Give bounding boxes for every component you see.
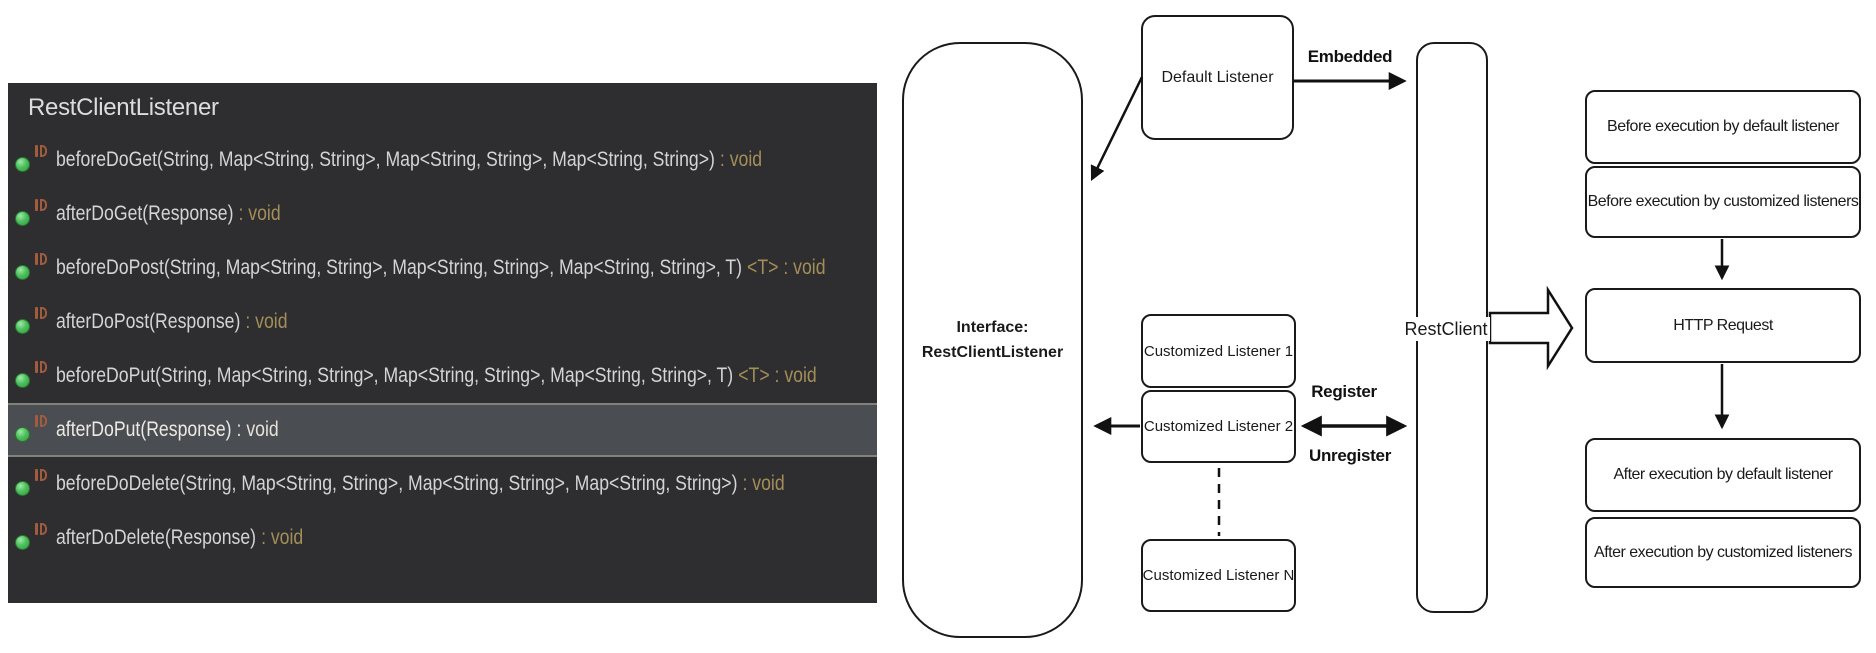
method-label: afterDoGet(Response): void bbox=[56, 202, 281, 226]
default-listener-box: Default Listener bbox=[1141, 15, 1294, 140]
flow-box-before-customized: Before execution by customized listeners bbox=[1585, 166, 1861, 238]
outline-method-row[interactable]: afterDoDelete(Response): void bbox=[8, 511, 877, 565]
method-signature: beforeDoPut(String, Map<String, String>,… bbox=[56, 364, 734, 387]
public-method-icon bbox=[15, 372, 30, 388]
method-label: afterDoPost(Response): void bbox=[56, 310, 288, 334]
method-signature: afterDoPut(Response) bbox=[56, 418, 232, 441]
public-method-icon bbox=[15, 480, 30, 496]
method-return-type: : void bbox=[261, 526, 304, 549]
outline-panel: RestClientListener beforeDoGet(String, M… bbox=[8, 83, 877, 603]
method-label: afterDoDelete(Response): void bbox=[56, 526, 303, 550]
method-decorator-icon bbox=[35, 143, 47, 159]
method-signature: beforeDoDelete(String, Map<String, Strin… bbox=[56, 472, 738, 495]
outline-method-row[interactable]: beforeDoDelete(String, Map<String, Strin… bbox=[8, 457, 877, 511]
method-return-type: : void bbox=[719, 148, 763, 171]
interface-box: Interface: RestClientListener bbox=[902, 42, 1083, 638]
method-decorator-icon bbox=[35, 197, 47, 213]
method-return-type: : void bbox=[238, 202, 281, 225]
arrow-default-listener-to-interface bbox=[1090, 76, 1144, 182]
method-signature: beforeDoPost(String, Map<String, String>… bbox=[56, 256, 743, 279]
method-return-type: : void bbox=[245, 310, 288, 333]
outline-method-row[interactable]: afterDoPost(Response): void bbox=[8, 295, 877, 349]
method-return-type: <T> : void bbox=[738, 364, 817, 387]
customized-listener-1-box: Customized Listener 1 bbox=[1141, 314, 1296, 388]
method-decorator-icon bbox=[35, 305, 47, 321]
method-label: beforeDoGet(String, Map<String, String>,… bbox=[56, 148, 762, 172]
method-decorator-icon bbox=[35, 521, 47, 537]
public-method-icon bbox=[15, 156, 30, 172]
unregister-edge-label: Unregister bbox=[1308, 446, 1392, 465]
outline-method-row[interactable]: afterDoGet(Response): void bbox=[8, 187, 877, 241]
public-method-icon bbox=[15, 426, 30, 442]
method-signature: afterDoGet(Response) bbox=[56, 202, 234, 225]
method-return-type: : void bbox=[742, 472, 785, 495]
method-decorator-icon bbox=[35, 359, 47, 375]
customized-listener-n-box: Customized Listener N bbox=[1141, 539, 1296, 612]
flow-box-http-request: HTTP Request bbox=[1585, 288, 1861, 363]
interface-box-line2: RestClientListener bbox=[921, 344, 1064, 361]
method-label: beforeDoPost(String, Map<String, String>… bbox=[56, 256, 826, 280]
flow-box-after-default: After execution by default listener bbox=[1585, 438, 1861, 512]
rest-client-label: RestClient bbox=[1402, 317, 1490, 341]
method-return-type: <T> : void bbox=[747, 256, 826, 279]
method-decorator-icon bbox=[35, 251, 47, 267]
outline-root-item[interactable]: RestClientListener bbox=[28, 94, 219, 121]
outline-method-row[interactable]: beforeDoGet(String, Map<String, String>,… bbox=[8, 133, 877, 187]
register-edge-label: Register bbox=[1311, 382, 1377, 401]
outline-method-row[interactable]: beforeDoPut(String, Map<String, String>,… bbox=[8, 349, 877, 403]
method-decorator-icon bbox=[35, 413, 47, 429]
customized-listener-2-box: Customized Listener 2 bbox=[1141, 390, 1296, 463]
outline-method-row[interactable]: beforeDoPost(String, Map<String, String>… bbox=[8, 241, 877, 295]
method-return-type: : void bbox=[236, 418, 279, 441]
method-label: beforeDoDelete(String, Map<String, Strin… bbox=[56, 472, 785, 496]
method-decorator-icon bbox=[35, 467, 47, 483]
method-label: beforeDoPut(String, Map<String, String>,… bbox=[56, 364, 817, 388]
method-signature: afterDoPost(Response) bbox=[56, 310, 241, 333]
method-signature: afterDoDelete(Response) bbox=[56, 526, 257, 549]
embedded-edge-label: Embedded bbox=[1307, 47, 1393, 66]
block-arrow-restclient-to-flow bbox=[1488, 285, 1574, 371]
interface-box-line1: Interface: bbox=[956, 319, 1029, 336]
public-method-icon bbox=[15, 264, 30, 280]
public-method-icon bbox=[15, 534, 30, 550]
flow-box-after-customized: After execution by customized listeners bbox=[1585, 517, 1861, 588]
flow-box-before-default: Before execution by default listener bbox=[1585, 90, 1861, 164]
method-label: afterDoPut(Response): void bbox=[56, 418, 279, 442]
public-method-icon bbox=[15, 318, 30, 334]
outline-method-row-selected[interactable]: afterDoPut(Response): void bbox=[8, 403, 877, 457]
method-signature: beforeDoGet(String, Map<String, String>,… bbox=[56, 148, 715, 171]
public-method-icon bbox=[15, 210, 30, 226]
